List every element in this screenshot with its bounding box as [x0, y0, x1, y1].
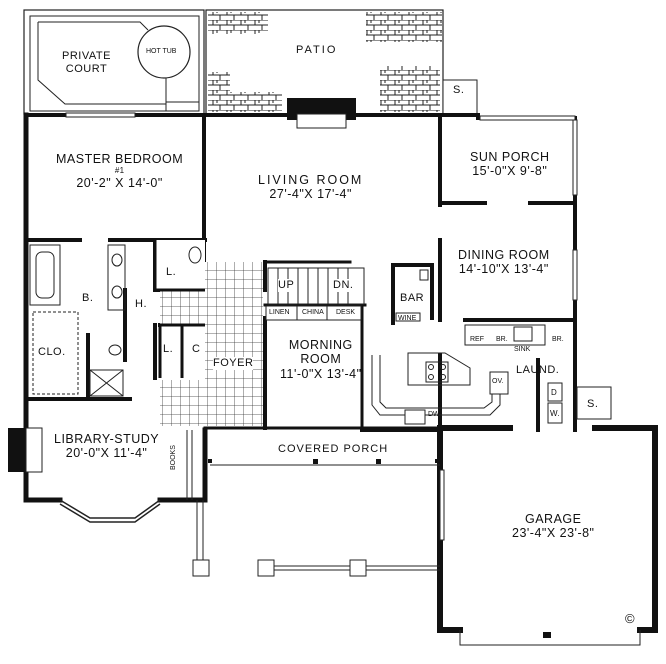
master-bedroom-number: #1 [114, 166, 125, 176]
oven-label: OV. [492, 378, 504, 385]
patio [205, 9, 478, 129]
linen-label: LINEN [269, 309, 290, 316]
storage-garage-label: S. [587, 398, 599, 410]
living-room-name: LIVING ROOM [258, 173, 364, 187]
library-study-dims: 20'-0"X 11'-4" [65, 446, 148, 461]
private-court-label: PRIVATE COURT [62, 50, 111, 75]
morning-room-label: MORNING ROOM 11'-0"X 13'-4" [280, 338, 362, 381]
library-study-name: LIBRARY-STUDY [54, 432, 160, 446]
private-court-line1: PRIVATE [62, 50, 111, 62]
cooktop-icon [425, 361, 449, 383]
library-bay-window [59, 499, 161, 523]
garage-label: GARAGE 23'-4"X 23'-8" [512, 512, 595, 541]
living-room-label: LIVING ROOM 27'-4"X 17'-4" [258, 173, 363, 202]
dining-room-label: DINING ROOM 14'-10"X 13'-4" [458, 248, 550, 277]
stairs-down-label: DN. [333, 279, 354, 292]
private-court-line2: COURT [65, 62, 108, 75]
private-court [23, 9, 205, 115]
living-room-dims: 27'-4"X 17'-4" [269, 187, 352, 202]
broom2-label: BR. [552, 336, 564, 343]
dryer-label: D [551, 388, 557, 397]
library-study-label: LIBRARY-STUDY 20'-0"X 11'-4" [54, 432, 159, 461]
china-label: CHINA [302, 309, 324, 316]
garage-dims: 23'-4"X 23'-8" [512, 526, 595, 541]
dining-room-dims: 14'-10"X 13'-4" [458, 262, 549, 277]
dining-room-name: DINING ROOM [458, 248, 550, 262]
dishwasher-label: DW. [428, 411, 442, 418]
hot-tub-label: HOT TUB [146, 48, 177, 55]
morning-room-dims: 11'-0"X 13'-4" [280, 366, 362, 381]
kitchen-counters [371, 324, 546, 425]
bathtub-icon [29, 244, 61, 306]
morning-room-line1: MORNING [288, 338, 353, 352]
ref-label: REF [470, 336, 484, 343]
covered-porch-label: COVERED PORCH [278, 443, 389, 455]
coat-closet-label: C [192, 343, 201, 355]
hall-label: H. [135, 298, 147, 310]
copyright-icon: © [625, 611, 636, 626]
patio-label: PATIO [296, 44, 338, 56]
stairs-up-label: UP [278, 279, 295, 292]
foyer-label: FOYER [213, 357, 254, 370]
master-bedroom-dims: 20'-2" X 14'-0" [76, 175, 163, 190]
lav-upper-label: L. [166, 266, 177, 278]
shower-icon [89, 369, 124, 397]
laundry-label: LAUND. [516, 364, 560, 376]
master-bedroom-name: MASTER BEDROOM [56, 152, 184, 166]
sink-label: SINK [514, 346, 531, 353]
closet-label: CLO. [38, 346, 66, 358]
garage-name: GARAGE [525, 512, 582, 526]
washer-label: W. [550, 409, 560, 418]
sun-porch-dims: 15'-0"X 9'-8" [472, 164, 548, 179]
sun-porch-label: SUN PORCH 15'-0"X 9'-8" [470, 150, 550, 179]
desk-label: DESK [336, 309, 356, 316]
lav-lower-label: L. [163, 343, 174, 355]
library-fireplace-icon [10, 430, 26, 470]
bar-label: BAR [400, 292, 425, 304]
vanity-sink-icon [107, 244, 126, 311]
books-label: BOOKS [170, 445, 177, 470]
windows [65, 112, 578, 541]
porch-columns [208, 459, 439, 464]
hot-tub-icon [137, 25, 191, 79]
master-bedroom-label: MASTER BEDROOM #1 20'-2" X 14'-0" [56, 152, 183, 190]
morning-room-line2: ROOM [300, 352, 342, 367]
broom1-label: BR. [496, 336, 508, 343]
sun-porch-name: SUN PORCH [470, 150, 550, 164]
toilet-icon [108, 246, 202, 356]
bath-label: B. [82, 292, 94, 304]
wine-label: WINE [398, 315, 417, 322]
storage-top-label: S. [453, 84, 465, 96]
